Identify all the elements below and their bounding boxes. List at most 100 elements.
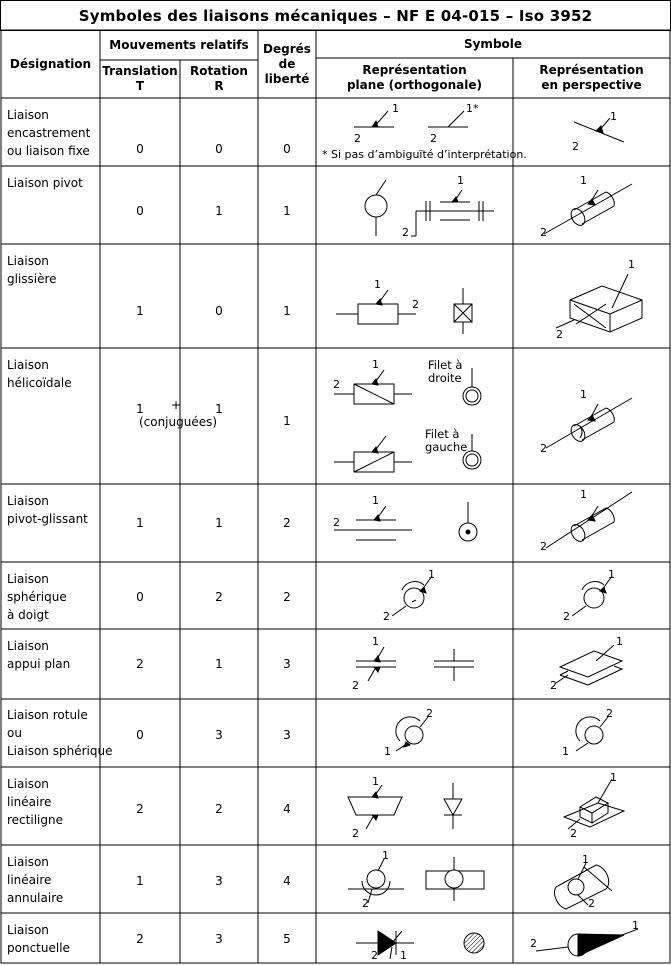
symbol-rotule: 2 1 2 1 <box>384 707 613 758</box>
label-1: 1 <box>372 775 379 788</box>
label-1: 1 <box>628 258 635 271</box>
label-1: 1 <box>610 110 617 123</box>
label-1: 1 <box>610 771 617 784</box>
ddl-pivot: 1 <box>283 204 291 218</box>
label-2: 2 <box>402 226 409 239</box>
rotation-appui-plan: 1 <box>215 657 223 671</box>
designation-pivot: Liaison pivot <box>7 176 83 190</box>
ddl-spherique-doigt: 2 <box>283 590 291 604</box>
label-2: 2 <box>362 897 369 910</box>
helicoidale-plus: + <box>170 398 182 412</box>
rotation-lineaire-annulaire: 3 <box>215 874 223 888</box>
label-1: 1 <box>372 494 379 507</box>
header-designation: Désignation <box>9 56 92 71</box>
designation-glissiere: Liaison glissière <box>7 254 57 286</box>
label-2: 2 <box>371 949 378 962</box>
designation-lineaire-rectiligne: Liaison linéaire rectiligne <box>7 777 63 827</box>
label-1: 1 <box>382 849 389 862</box>
label-2: 2 <box>352 827 359 840</box>
label-2: 2 <box>352 679 359 692</box>
ddl-appui-plan: 3 <box>283 657 291 671</box>
encastrement-note: * Si pas d’ambiguïté d’interprétation. <box>322 148 527 161</box>
label-2: 2 <box>588 897 595 910</box>
symbol-pivot: 1 2 1 2 <box>364 174 633 239</box>
filet-gauche: Filet à gauche <box>425 427 468 454</box>
label-1: 1 <box>372 635 379 648</box>
helicoidale-conjuguees: (conjuguées) <box>138 415 218 429</box>
rotation-ponctuelle: 3 <box>215 932 223 946</box>
label-2: 2 <box>426 707 433 720</box>
ddl-lineaire-rectiligne: 4 <box>283 802 291 816</box>
label-2: 2 <box>606 707 613 720</box>
label-2: 2 <box>383 610 390 623</box>
rotation-spherique-doigt: 2 <box>215 590 223 604</box>
label-2: 2 <box>530 937 537 950</box>
label-1: 1 <box>457 174 464 187</box>
translation-pivot-glissant: 1 <box>136 516 144 530</box>
rotation-helicoidale: 1 <box>215 402 223 416</box>
label-2: 2 <box>430 132 437 145</box>
designation-rotule: Liaison rotule ou Liaison sphérique <box>7 708 113 758</box>
designation-appui-plan: Liaison appui plan <box>7 639 71 671</box>
label-2: 2 <box>540 226 547 239</box>
label-1: 1 <box>562 745 569 758</box>
ddl-encastrement: 0 <box>283 142 291 156</box>
translation-lineaire-rectiligne: 2 <box>136 802 144 816</box>
symbol-encastrement: 1 2 1* 2 1 2 <box>354 102 625 153</box>
designation-ponctuelle: Liaison ponctuelle <box>7 923 70 955</box>
translation-appui-plan: 2 <box>136 657 144 671</box>
label-2: 2 <box>572 140 579 153</box>
label-2: 2 <box>540 540 547 553</box>
ddl-glissiere: 1 <box>283 304 291 318</box>
translation-lineaire-annulaire: 1 <box>136 874 144 888</box>
label-1: 1 <box>374 278 381 291</box>
rotation-pivot-glissant: 1 <box>215 516 223 530</box>
filet-droite: Filet à droite <box>428 358 463 385</box>
translation-spherique-doigt: 0 <box>136 590 144 604</box>
header-mouvements: Mouvements relatifs <box>109 37 249 52</box>
translation-ponctuelle: 2 <box>136 932 144 946</box>
label-2: 2 <box>412 298 419 311</box>
designation-encastrement: Liaison encastrement ou liaison fixe <box>7 108 91 158</box>
label-1: 1 <box>608 568 615 581</box>
rotation-pivot: 1 <box>215 204 223 218</box>
ddl-rotule: 3 <box>283 728 291 742</box>
label-1: 1 <box>580 388 587 401</box>
label-2: 2 <box>550 679 557 692</box>
label-1: 1 <box>582 853 589 866</box>
label-1: 1 <box>400 949 407 962</box>
designation-spherique-doigt: Liaison sphérique à doigt <box>7 572 67 622</box>
ddl-helicoidale: 1 <box>283 414 291 428</box>
designation-pivot-glissant: Liaison pivot-glissant <box>7 494 88 526</box>
label-2: 2 <box>354 132 361 145</box>
label-2: 2 <box>333 378 340 391</box>
ddl-ponctuelle: 5 <box>283 932 291 946</box>
designation-lineaire-annulaire: Liaison linéaire annulaire <box>7 855 64 905</box>
label-2: 2 <box>540 442 547 455</box>
label-1: 1 <box>428 568 435 581</box>
translation-glissiere: 1 <box>136 304 144 318</box>
label-1: 1 <box>580 488 587 501</box>
symbol-helicoidale: 1 2 1 2 <box>333 358 633 473</box>
label-2: 2 <box>556 328 563 341</box>
page-title: Symboles des liaisons mécaniques – NF E … <box>0 0 671 31</box>
label-2: 2 <box>563 610 570 623</box>
translation-rotule: 0 <box>136 728 144 742</box>
designation-helicoidale: Liaison hélicoïdale <box>7 358 72 390</box>
symbol-ponctuelle: 2 1 1 2 <box>356 919 639 962</box>
label-1: 1 <box>384 745 391 758</box>
label-2: 2 <box>333 516 340 529</box>
translation-helicoidale: 1 <box>136 402 144 416</box>
label-1: 1 <box>372 358 379 371</box>
rotation-encastrement: 0 <box>215 142 223 156</box>
label-1: 1 <box>632 919 639 932</box>
header-symbole: Symbole <box>463 36 523 51</box>
rotation-lineaire-rectiligne: 2 <box>215 802 223 816</box>
label-1-star: 1* <box>466 102 479 115</box>
symbol-spherique-doigt: 1 2 1 2 <box>383 568 615 623</box>
